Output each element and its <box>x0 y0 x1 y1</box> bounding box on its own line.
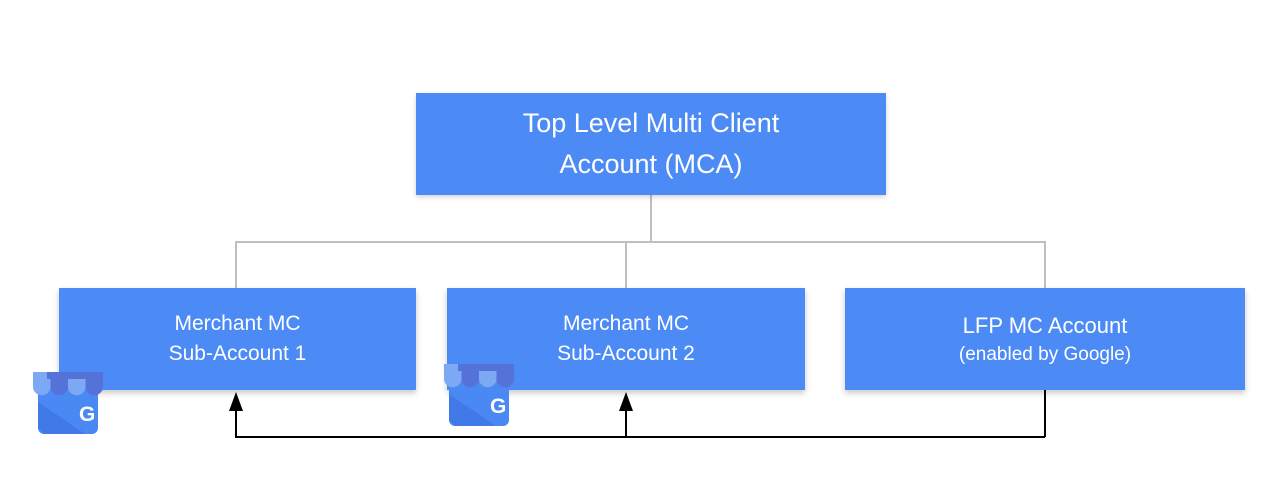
node-label-line2: (enabled by Google) <box>958 343 1132 365</box>
node-lfp-mc-account: LFP MC Account (enabled by Google) <box>845 288 1245 390</box>
arrowhead-merchant-1 <box>229 392 243 411</box>
google-my-business-icon: G <box>33 372 103 434</box>
node-label-line1: Merchant MC <box>174 312 301 335</box>
node-label-line2: Account (MCA) <box>559 149 743 179</box>
node-label-line2: Sub-Account 1 <box>168 342 307 365</box>
node-top-level-mca: Top Level Multi Client Account (MCA) <box>416 93 886 195</box>
arrowhead-merchant-2 <box>619 392 633 411</box>
node-merchant-sub-account-1: Merchant MC Sub-Account 1 <box>59 288 416 390</box>
google-my-business-icon: G <box>444 364 514 426</box>
tree-connector <box>235 195 1046 289</box>
google-g-letter: G <box>490 395 506 418</box>
lfp-feedback-arrows <box>229 390 1046 438</box>
node-label-line1: Top Level Multi Client <box>522 108 780 138</box>
node-label-line1: LFP MC Account <box>962 312 1128 338</box>
google-g-letter: G <box>79 403 95 426</box>
node-label-line1: Merchant MC <box>562 312 690 335</box>
node-label-line2: Sub-Account 2 <box>557 342 695 365</box>
